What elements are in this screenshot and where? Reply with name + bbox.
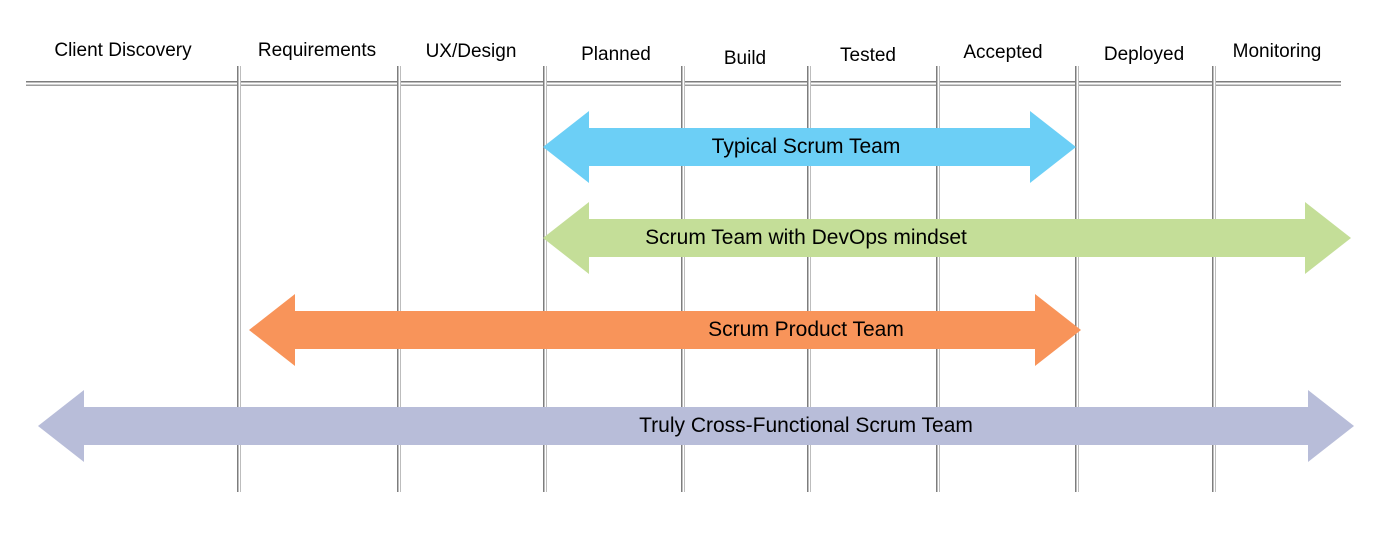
arrow-left-head	[543, 111, 589, 183]
arrow-right-head	[1035, 294, 1081, 366]
column-header-monitoring: Monitoring	[1232, 41, 1322, 62]
arrow-right-head	[1305, 202, 1351, 274]
arrow-scrum-product-team	[249, 294, 1081, 366]
arrow-left-head	[249, 294, 295, 366]
arrow-left-head	[38, 390, 84, 462]
arrow-right-head	[1030, 111, 1076, 183]
column-header-client-discovery: Client Discovery	[54, 40, 192, 61]
column-header-accepted: Accepted	[963, 42, 1043, 63]
column-header-tested: Tested	[840, 45, 896, 66]
column-divider-line	[543, 66, 547, 492]
arrow-left-head	[543, 202, 589, 274]
arrow-shaft	[295, 311, 1035, 349]
column-divider-line	[1075, 66, 1079, 492]
arrow-label-typical-scrum-team: Typical Scrum Team	[711, 135, 901, 158]
column-header-deployed: Deployed	[1103, 44, 1185, 65]
column-header-ux-design: UX/Design	[425, 41, 517, 62]
arrow-scrum-team-with-devops-mindset	[543, 202, 1351, 274]
arrow-truly-cross-functional-scrum-team	[38, 390, 1354, 462]
arrow-label-truly-cross-functional-scrum-team: Truly Cross-Functional Scrum Team	[639, 414, 973, 437]
column-divider-line	[1212, 66, 1216, 492]
arrow-shaft	[589, 128, 1030, 166]
arrow-shaft	[589, 219, 1305, 257]
column-divider-line	[397, 66, 401, 492]
arrow-label-scrum-product-team: Scrum Product Team	[708, 318, 904, 341]
column-divider-line	[807, 66, 811, 492]
column-header-planned: Planned	[581, 44, 651, 65]
column-divider-line	[681, 66, 685, 492]
arrow-label-scrum-team-with-devops-mindset: Scrum Team with DevOps mindset	[645, 226, 967, 249]
column-header-requirements: Requirements	[257, 40, 377, 61]
column-header-build: Build	[723, 48, 767, 69]
arrow-shaft	[84, 407, 1308, 445]
column-divider-line	[936, 66, 940, 492]
column-divider-line	[237, 66, 241, 492]
arrow-right-head	[1308, 390, 1354, 462]
arrow-typical-scrum-team	[543, 111, 1076, 183]
